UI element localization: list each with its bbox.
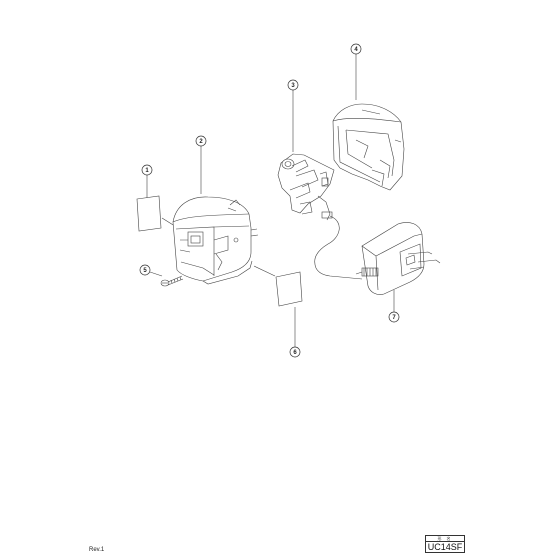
callout-5: 5	[139, 264, 151, 276]
callout-6: 6	[289, 346, 301, 358]
callout-3-label: 3	[291, 83, 295, 89]
callout-7-label: 7	[392, 315, 396, 321]
callout-1-label: 1	[145, 168, 149, 174]
callout-6-label: 6	[293, 350, 297, 356]
callout-2: 2	[195, 135, 207, 147]
label-sheet-part-6	[275, 271, 303, 307]
callout-4-label: 4	[354, 47, 358, 53]
leader-line-6b	[253, 265, 276, 277]
callout-2-label: 2	[199, 139, 203, 145]
leader-line-5	[149, 271, 163, 277]
charger-case-part-2	[172, 196, 259, 285]
callout-1: 1	[141, 164, 153, 176]
screw-part-5	[160, 275, 184, 287]
charger-cover-part-4	[332, 103, 405, 191]
model-name: UC14SF	[427, 542, 463, 552]
callout-7: 7	[388, 311, 400, 323]
callout-3: 3	[287, 79, 299, 91]
ac-adapter-part-7	[355, 222, 441, 295]
model-box: 形 名 UC14SF	[425, 535, 465, 553]
callout-5-label: 5	[143, 268, 147, 274]
revision-label: Rev.1	[89, 547, 105, 553]
terminal-plate-part-3	[277, 153, 363, 280]
model-header: 形 名	[426, 536, 464, 542]
callout-4: 4	[350, 43, 362, 55]
label-sheet-part-1	[136, 195, 162, 232]
